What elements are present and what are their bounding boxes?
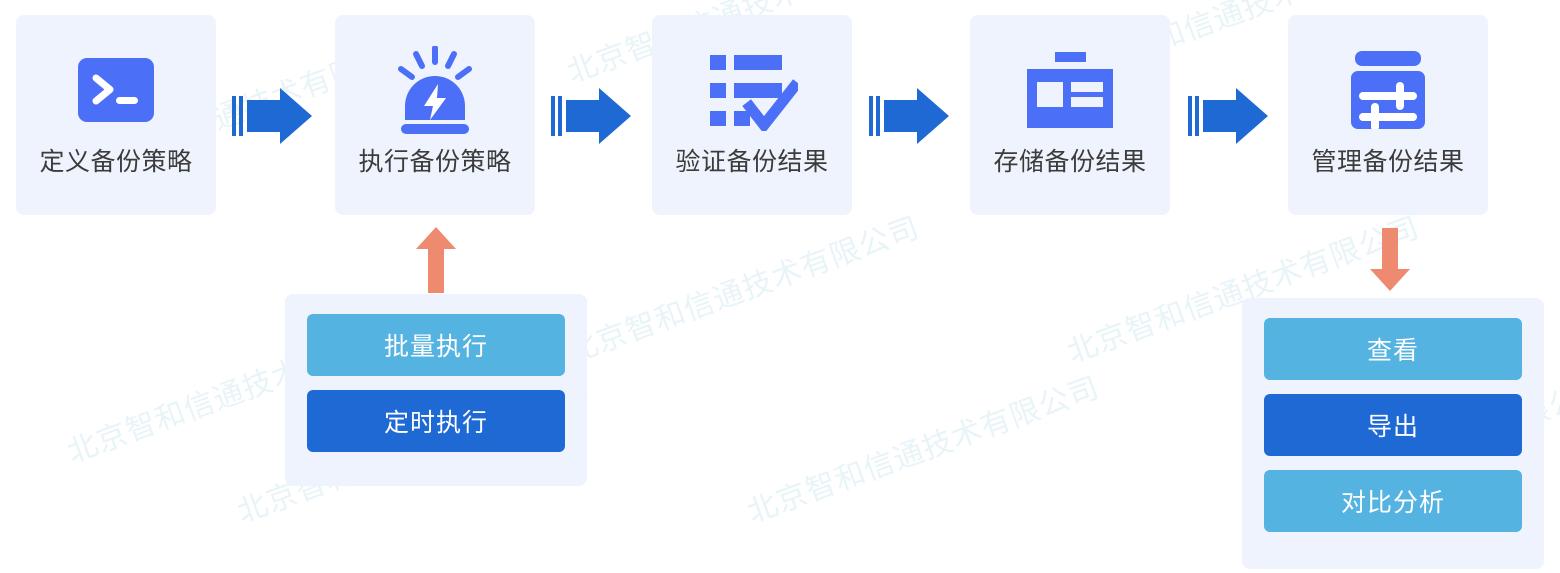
connector-arrow-up-execute <box>416 227 456 298</box>
step-label: 定义备份策略 <box>39 147 193 176</box>
step-card-execute-policy[interactable]: 执行备份策略 <box>335 15 535 215</box>
sliders-settings-icon <box>1338 45 1438 135</box>
step-card-define-policy[interactable]: 定义备份策略 <box>16 15 216 215</box>
flow-arrow-4 <box>1188 88 1268 144</box>
step-card-verify-result[interactable]: 验证备份结果 <box>652 15 852 215</box>
option-button-export[interactable]: 导出 <box>1264 394 1522 456</box>
storage-card-icon <box>1020 45 1120 135</box>
step-card-manage-result[interactable]: 管理备份结果 <box>1288 15 1488 215</box>
step-card-store-result[interactable]: 存储备份结果 <box>970 15 1170 215</box>
option-button-view[interactable]: 查看 <box>1264 318 1522 380</box>
alarm-siren-icon <box>385 45 485 135</box>
watermark-text: 北京智和信通技术有限公司 <box>562 210 925 371</box>
step-label: 验证备份结果 <box>675 147 829 176</box>
flow-arrow-3 <box>869 88 949 144</box>
flow-arrow-1 <box>232 88 312 144</box>
step-label: 管理备份结果 <box>1311 147 1465 176</box>
flow-arrow-2 <box>551 88 631 144</box>
watermark-text: 北京智和信通技术有限公司 <box>742 370 1105 531</box>
manage-options-panel: 查看 导出 对比分析 <box>1242 298 1544 569</box>
terminal-icon <box>66 45 166 135</box>
step-label: 执行备份策略 <box>358 147 512 176</box>
option-button-batch-execute[interactable]: 批量执行 <box>307 314 565 376</box>
execute-options-panel: 批量执行 定时执行 <box>285 294 587 486</box>
connector-arrow-down-manage <box>1370 228 1410 296</box>
step-label: 存储备份结果 <box>993 147 1147 176</box>
checklist-check-icon <box>702 45 802 135</box>
option-button-compare-analysis[interactable]: 对比分析 <box>1264 470 1522 532</box>
option-button-scheduled-execute[interactable]: 定时执行 <box>307 390 565 452</box>
